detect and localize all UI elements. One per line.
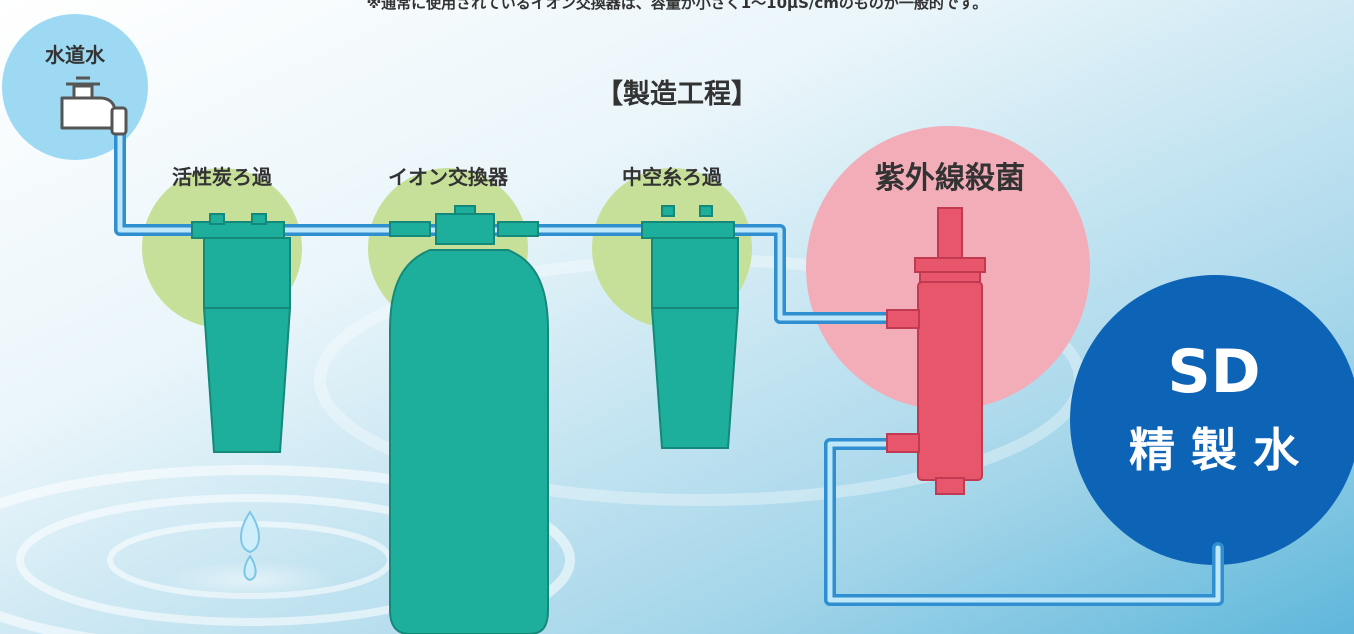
- process-title: 【製造工程】: [596, 79, 758, 110]
- product-circle: [1070, 275, 1354, 565]
- source-label: 水道水: [45, 43, 106, 67]
- product-label: 精 製 水: [1129, 423, 1300, 477]
- stage-label-hollow: 中空糸ろ過: [622, 165, 723, 189]
- footnote-text: ※通常に使用されているイオン交換器は、容量が小さく1～10μS/cmのものが一般…: [367, 0, 988, 12]
- ion-exchanger-tank-icon: [389, 205, 549, 634]
- stage-label-ion: イオン交換器: [388, 165, 509, 189]
- carbon-filter-icon: [191, 213, 292, 453]
- stage-label-uv: 紫外線殺菌: [875, 161, 1025, 196]
- water-droplet-icon: [240, 510, 260, 582]
- hollow-fiber-filter-icon: [641, 205, 740, 449]
- faucet-icon: [60, 76, 128, 136]
- water-pipes: [114, 124, 1224, 606]
- sd-logo: SD: [1167, 337, 1260, 407]
- stage-label-carbon: 活性炭ろ過: [172, 165, 273, 189]
- uv-sterilizer-icon: [886, 207, 986, 495]
